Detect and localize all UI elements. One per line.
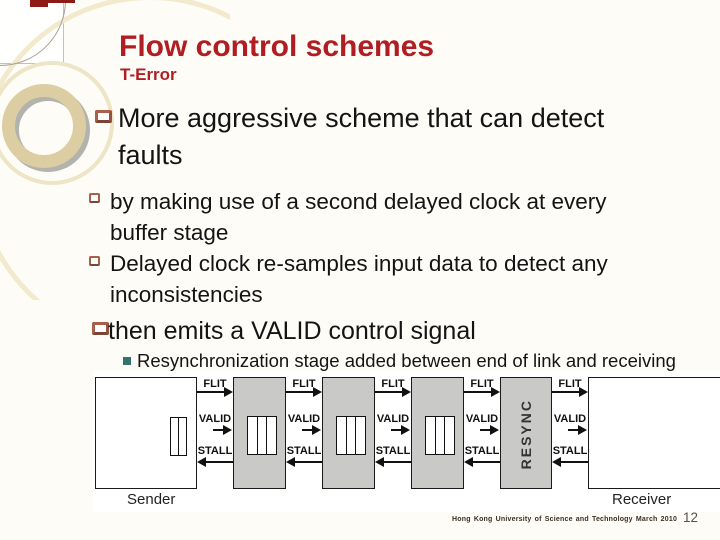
flit-arrowhead-right-icon <box>402 387 411 397</box>
valid-arrowhead-right-icon <box>401 425 410 435</box>
buffer-register-icon <box>336 416 366 455</box>
stall-arrowhead-left-icon <box>552 457 561 467</box>
bullet-line: buffer stage <box>110 220 229 245</box>
stall-arrow <box>294 461 322 463</box>
flit-arrowhead-right-icon <box>313 387 322 397</box>
decor-ring <box>2 84 86 168</box>
decor-theme-graphics <box>0 0 230 300</box>
valid-label: VALID <box>465 413 499 425</box>
bullet-text-2: by making use of a second delayed clock … <box>110 186 607 248</box>
stall-arrowhead-left-icon <box>464 457 473 467</box>
flit-arrow <box>464 391 492 393</box>
bullet-text-4: then emits a VALID control signal <box>108 314 476 348</box>
bullet-text-1: More aggressive scheme that can detect f… <box>118 100 604 174</box>
stall-arrowhead-left-icon <box>286 457 295 467</box>
stall-arrow <box>560 461 588 463</box>
buffer-register-icon <box>425 416 455 455</box>
flit-arrow <box>197 391 225 393</box>
buffer-stage-box <box>411 377 464 489</box>
bullet-square-icon <box>95 110 112 123</box>
flit-arrow <box>552 391 580 393</box>
decor-red-accent <box>30 0 48 7</box>
bullet-line: Delayed clock re-samples input data to d… <box>110 251 608 276</box>
stall-arrow <box>383 461 411 463</box>
receiver-box <box>588 377 720 489</box>
flit-arrow <box>375 391 403 393</box>
valid-arrow <box>391 429 402 431</box>
bullet-line: faults <box>118 140 183 170</box>
stall-label: STALL <box>464 445 500 457</box>
flit-arrowhead-right-icon <box>491 387 500 397</box>
signal-group: FLIT VALID STALL <box>286 377 322 489</box>
valid-label: VALID <box>376 413 410 425</box>
page-number: 12 <box>683 510 699 525</box>
valid-arrowhead-right-icon <box>312 425 321 435</box>
stall-label: STALL <box>552 445 588 457</box>
decor-faint-circle-halo <box>0 61 114 185</box>
valid-label: VALID <box>198 413 232 425</box>
stall-arrowhead-left-icon <box>375 457 384 467</box>
buffer-register-icon <box>247 416 277 455</box>
flit-label: FLIT <box>470 378 494 390</box>
flit-arrowhead-right-icon <box>224 387 233 397</box>
valid-arrow <box>302 429 313 431</box>
valid-label: VALID <box>553 413 587 425</box>
slide-title: Flow control schemes <box>119 30 435 63</box>
bullet-text-3: Delayed clock re-samples input data to d… <box>110 248 608 310</box>
valid-arrowhead-right-icon <box>223 425 232 435</box>
stall-arrow <box>205 461 233 463</box>
signal-group: FLIT VALID STALL <box>552 377 588 489</box>
flit-arrowhead-right-icon <box>579 387 588 397</box>
resync-label: RESYNC <box>518 398 534 470</box>
bullet-line: Resynchronization stage added between en… <box>137 350 676 371</box>
stall-label: STALL <box>197 445 233 457</box>
flit-label: FLIT <box>381 378 405 390</box>
flit-arrow <box>286 391 314 393</box>
slide-subtitle: T-Error <box>120 65 177 84</box>
buffer-stage-box <box>233 377 286 489</box>
bullet-text-5: Resynchronization stage added between en… <box>137 348 676 373</box>
stall-arrow <box>472 461 500 463</box>
sender-register-icon <box>170 417 187 456</box>
signal-group: FLIT VALID STALL <box>464 377 500 489</box>
sub-bullet-square-icon <box>123 357 131 365</box>
valid-arrow <box>213 429 224 431</box>
valid-arrow <box>568 429 579 431</box>
receiver-label: Receiver <box>612 491 672 508</box>
bullet-line: then emits a VALID control signal <box>108 317 476 345</box>
signal-group: FLIT VALID STALL <box>197 377 233 489</box>
bullet-square-icon <box>89 193 100 203</box>
bullet-line: More aggressive scheme that can detect <box>118 103 605 133</box>
sender-label: Sender <box>127 491 176 508</box>
valid-label: VALID <box>287 413 321 425</box>
flit-label: FLIT <box>203 378 227 390</box>
valid-arrowhead-right-icon <box>490 425 499 435</box>
signal-group: FLIT VALID STALL <box>375 377 411 489</box>
bullet-line: inconsistencies <box>110 282 263 307</box>
valid-arrow <box>480 429 491 431</box>
buffer-stage-box <box>322 377 375 489</box>
stall-label: STALL <box>286 445 322 457</box>
flit-label: FLIT <box>558 378 582 390</box>
stall-arrowhead-left-icon <box>197 457 206 467</box>
bullet-square-icon <box>92 322 109 335</box>
sender-box <box>95 377 197 489</box>
footer-text: Hong Kong University of Science and Tech… <box>452 516 678 523</box>
valid-arrowhead-right-icon <box>578 425 587 435</box>
pipeline-diagram: RESYNC FLIT VALID STALL FLIT VALID STALL <box>93 371 720 512</box>
resync-box: RESYNC <box>500 377 552 489</box>
flit-label: FLIT <box>292 378 316 390</box>
bullet-square-icon <box>89 256 100 266</box>
decor-red-accent-line <box>48 0 75 3</box>
stall-label: STALL <box>375 445 411 457</box>
bullet-line: by making use of a second delayed clock … <box>110 189 607 214</box>
